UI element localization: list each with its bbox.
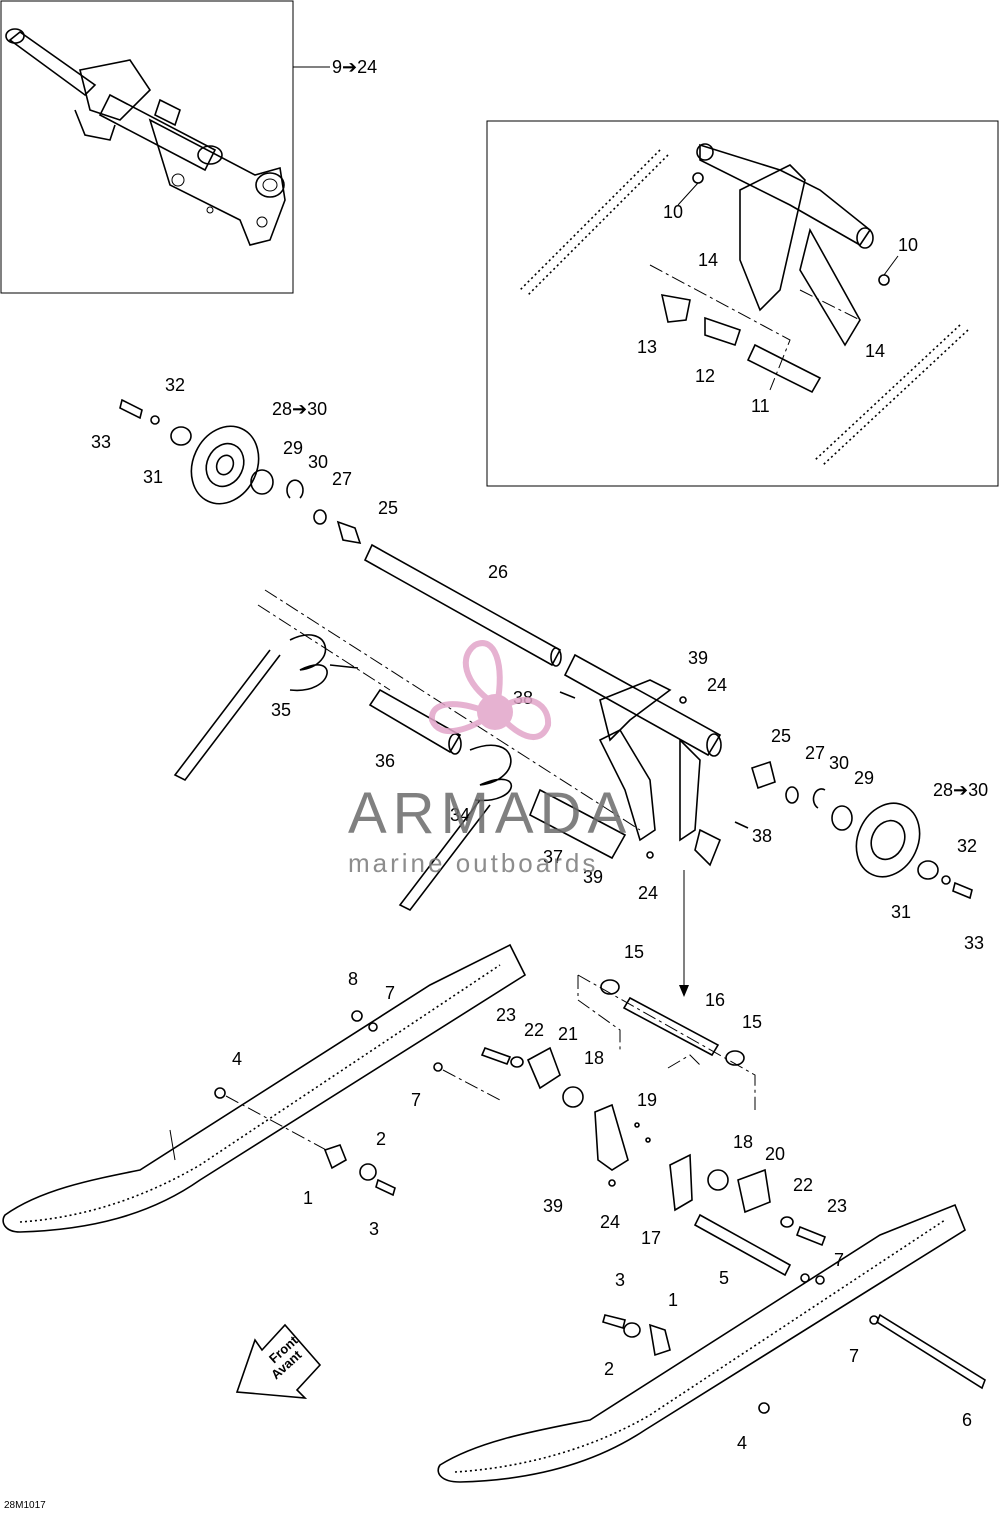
callout-36: 36 (375, 751, 395, 771)
callout-39a: 39 (688, 648, 708, 668)
diagram-code: 28M1017 (4, 1500, 46, 1511)
callout-2a: 2 (376, 1129, 386, 1149)
callout-14a: 14 (698, 250, 718, 270)
callout-24c: 24 (600, 1212, 620, 1232)
callout-3a: 3 (369, 1219, 379, 1239)
callout-19: 19 (637, 1090, 657, 1110)
callout-30b: 30 (829, 753, 849, 773)
arm-assembly-drawing (519, 143, 969, 466)
slide-rail-right (437, 1203, 986, 1483)
callout-27a: 27 (332, 469, 352, 489)
callout-15a: 15 (624, 942, 644, 962)
callout-31b: 31 (891, 902, 911, 922)
callout-23a: 23 (496, 1005, 516, 1025)
callout-21: 21 (558, 1024, 578, 1044)
callout-32b: 32 (957, 836, 977, 856)
idler-wheel-right (751, 760, 973, 900)
callout-25b: 25 (771, 726, 791, 746)
callout-18a: 18 (584, 1048, 604, 1068)
callout-12: 12 (695, 366, 715, 386)
watermark-tagline: marine outboards (348, 848, 598, 878)
callout-14b: 14 (865, 341, 885, 361)
callout-28b: 28➔30 (933, 780, 988, 800)
inset-box-top-left (0, 0, 294, 294)
callout-33a: 33 (91, 432, 111, 452)
callout-3b: 3 (615, 1270, 625, 1290)
callout-37: 37 (543, 847, 563, 867)
callout-31a: 31 (143, 467, 163, 487)
watermark-name: ARMADA (348, 781, 632, 846)
callout-7b: 7 (411, 1090, 421, 1110)
callout-23b: 23 (827, 1196, 847, 1216)
callout-4a: 4 (232, 1049, 242, 1069)
callout-22b: 22 (793, 1175, 813, 1195)
callout-9-24: 9➔24 (332, 57, 377, 77)
callout-39b: 39 (583, 867, 603, 887)
shaft-26 (363, 543, 562, 667)
direction-arrow-icon (679, 985, 689, 997)
callout-24a: 24 (707, 675, 727, 695)
callout-11: 11 (751, 396, 770, 416)
callout-26: 26 (488, 562, 508, 582)
callout-5: 5 (719, 1268, 729, 1288)
callout-29a: 29 (283, 438, 303, 458)
callout-2b: 2 (604, 1359, 614, 1379)
callout-30a: 30 (308, 452, 328, 472)
callout-33b: 33 (964, 933, 984, 953)
rear-arm-pivot (480, 974, 827, 1283)
callout-22a: 22 (524, 1020, 544, 1040)
callout-10b: 10 (898, 235, 918, 255)
frame-assembly-drawing (5, 28, 286, 246)
callout-24b: 24 (638, 883, 658, 903)
callout-16: 16 (705, 990, 725, 1010)
slide-rail-left (2, 943, 527, 1233)
callout-10a: 10 (663, 202, 683, 222)
callout-32a: 32 (165, 375, 185, 395)
callout-39c: 39 (543, 1196, 563, 1216)
callout-38b: 38 (752, 826, 772, 846)
callout-15b: 15 (742, 1012, 762, 1032)
callout-20: 20 (765, 1144, 785, 1164)
callout-6: 6 (962, 1410, 972, 1430)
callout-25a: 25 (378, 498, 398, 518)
callout-28a: 28➔30 (272, 399, 327, 419)
idler-wheel-left (119, 398, 362, 545)
callout-8: 8 (348, 969, 358, 989)
propeller-logo-icon (429, 640, 552, 740)
callout-1a: 1 (303, 1188, 313, 1208)
cross-shaft-assembly (173, 589, 749, 912)
callout-29b: 29 (854, 768, 874, 788)
callout-1b: 1 (668, 1290, 678, 1310)
callout-7c: 7 (849, 1346, 859, 1366)
callout-13: 13 (637, 337, 657, 357)
inset-box-top-right (486, 120, 999, 487)
callout-7d: 7 (834, 1250, 844, 1270)
armada-watermark: ARMADA marine outboards (348, 640, 632, 878)
callout-34: 34 (450, 805, 470, 825)
callout-18b: 18 (733, 1132, 753, 1152)
callout-7a: 7 (385, 983, 395, 1003)
callout-4b: 4 (737, 1433, 747, 1453)
callout-35: 35 (271, 700, 291, 720)
callout-17: 17 (641, 1228, 661, 1248)
front-direction-arrow: Front Avant (235, 1323, 322, 1399)
callout-27b: 27 (805, 743, 825, 763)
